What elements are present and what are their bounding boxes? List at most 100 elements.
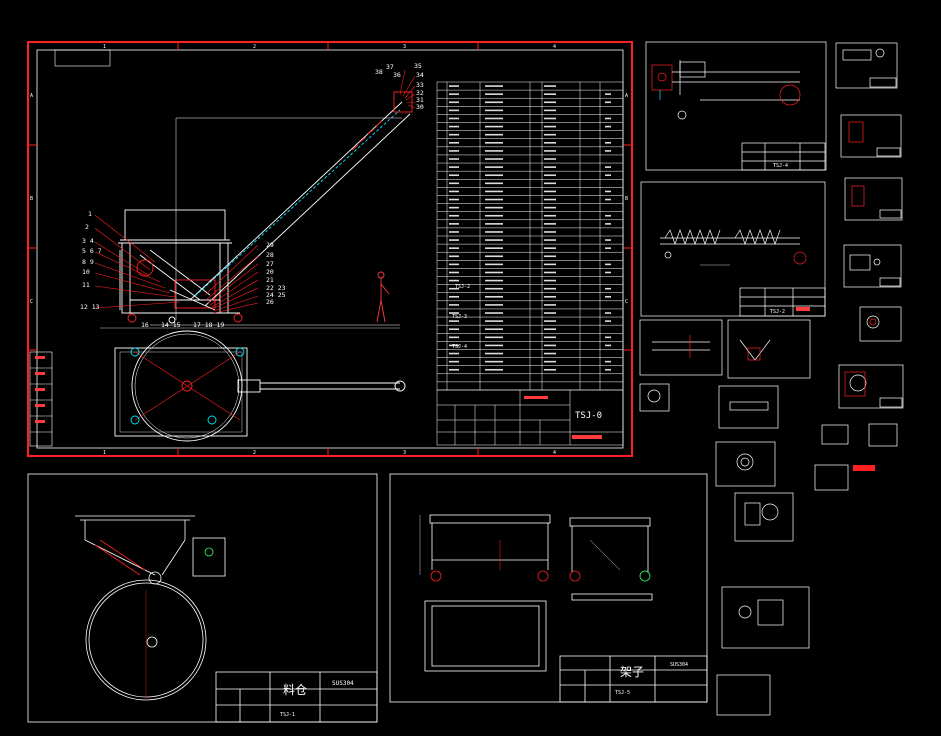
sheet-frame[interactable]: 架子 SUS304 TSJ-5 — [389, 473, 708, 703]
bom-cell-mark — [485, 206, 503, 209]
bom-cell-mark — [544, 158, 556, 160]
bom-cell-mark — [605, 174, 611, 177]
bom-cell-mark — [544, 214, 556, 217]
balloon: 2 — [85, 223, 89, 231]
bill-of-materials[interactable] — [436, 81, 624, 391]
sheet-screw[interactable]: TSJ-2 — [640, 181, 826, 317]
balloon: 37 — [386, 63, 394, 71]
bom-cell-mark — [485, 182, 503, 185]
bom-cell-mark — [449, 133, 459, 136]
main-title-block[interactable] — [436, 389, 624, 446]
zone-letter: A — [30, 93, 33, 99]
bom-cell-mark — [449, 312, 459, 314]
bom-cell-mark — [485, 93, 503, 95]
bom-cell-mark — [485, 190, 503, 193]
sheet-title: 料仓 — [283, 683, 307, 697]
bom-cell-mark — [485, 109, 503, 112]
balloon: 26 — [266, 298, 274, 306]
zone-number: 4 — [553, 450, 556, 456]
bom-cell-mark — [485, 287, 503, 290]
bom-cell-mark — [449, 206, 459, 209]
balloon: 21 — [266, 276, 274, 284]
bom-cell-mark — [485, 247, 503, 249]
bom-cell-mark — [544, 117, 556, 120]
bom-cell-mark — [449, 239, 459, 241]
zone-number: 1 — [103, 450, 106, 456]
bom-cell-mark — [449, 368, 459, 371]
plan-view[interactable] — [114, 330, 406, 442]
balloon: 1 — [88, 210, 92, 218]
bom-cell-mark — [449, 166, 459, 168]
zone-number: 2 — [253, 450, 256, 456]
bom-cell-mark — [485, 360, 503, 363]
bom-cell-mark — [449, 214, 459, 217]
bom-cell-mark — [544, 352, 556, 355]
bom-cell-mark — [449, 263, 459, 266]
bom-cell-mark — [605, 150, 611, 152]
bom-cell-mark — [605, 247, 611, 249]
bom-cell-mark — [605, 271, 611, 274]
bom-cell-mark — [485, 271, 503, 274]
bom-cell-mark — [605, 312, 611, 314]
zone-number: 4 — [553, 44, 556, 50]
revision-strip — [29, 351, 53, 447]
bom-cell-mark — [544, 174, 556, 177]
bom-cell-mark — [485, 336, 503, 339]
bom-cell-mark — [605, 142, 611, 144]
zone-number: 2 — [253, 44, 256, 50]
bom-cell-mark — [485, 223, 503, 225]
part-balloons: 1 2 3 4 5 6 7 8 9 10 11 12 13 14 15 16 1… — [80, 62, 424, 329]
bom-cell-mark — [485, 296, 503, 298]
bom-cell-mark — [449, 190, 459, 193]
bom-cell-mark — [449, 150, 459, 152]
sheet-hopper[interactable]: 料仓 SUS304 TSJ-1 — [27, 473, 378, 723]
bom-code: TSJ-2 — [455, 284, 470, 290]
bom-cell-mark — [544, 101, 556, 104]
bom-cell-mark — [605, 263, 611, 266]
balloon: 28 — [266, 251, 274, 259]
bom-cell-mark — [544, 271, 556, 274]
bom-cell-mark — [544, 223, 556, 225]
bom-cell-mark — [544, 190, 556, 193]
bom-cell-mark — [544, 231, 556, 233]
bom-cell-mark — [605, 296, 611, 298]
balloon: 8 9 — [82, 258, 94, 266]
sheet-number: TSJ-4 — [773, 163, 788, 169]
bom-cell-mark — [485, 174, 503, 177]
balloon: 31 — [416, 96, 424, 104]
bom-cell-mark — [485, 117, 503, 120]
bom-cell-mark — [449, 117, 459, 120]
bom-cell-mark — [544, 239, 556, 241]
detail-sheets-mid[interactable] — [639, 319, 898, 716]
bom-cell-mark — [485, 101, 503, 104]
bom-cell-mark — [485, 150, 503, 152]
bom-cell-mark — [449, 255, 459, 258]
bom-cell-mark — [605, 101, 611, 104]
bom-cell-mark — [544, 198, 556, 201]
zone-number: 3 — [403, 44, 406, 50]
main-assembly-sheet[interactable]: 1 2 3 4 1 2 3 4 A B C A B C — [27, 41, 633, 457]
balloon: 5 6 7 — [82, 247, 102, 255]
balloon-leaders — [94, 69, 416, 314]
bom-cell-mark — [605, 166, 611, 168]
balloon: 20 — [266, 268, 274, 276]
bom-cell-mark — [449, 198, 459, 201]
bom-cell-mark — [449, 320, 459, 322]
detail-sheets-column[interactable] — [835, 42, 904, 409]
elevation-view[interactable] — [100, 91, 413, 329]
bom-cell-mark — [544, 182, 556, 185]
bom-cell-mark — [544, 263, 556, 266]
zone-letter: B — [30, 196, 33, 202]
bom-cell-mark — [449, 142, 459, 144]
bom-cell-mark — [544, 125, 556, 128]
bom-cell-mark — [449, 101, 459, 104]
sheet-top-view[interactable]: TSJ-4 — [645, 41, 827, 171]
bom-cell-mark — [485, 368, 503, 371]
bom-cell-mark — [544, 166, 556, 168]
balloon: 29 — [266, 241, 274, 249]
bom-cell-mark — [449, 93, 459, 95]
sheet-number: TSJ-2 — [770, 309, 785, 315]
balloon: 30 — [416, 103, 424, 111]
bom-cell-mark — [544, 150, 556, 152]
